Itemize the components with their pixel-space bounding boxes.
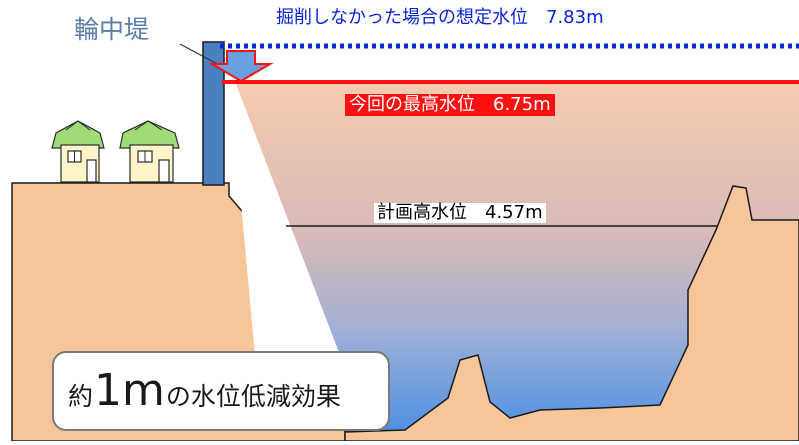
unexcavated-level-label: 掘削しなかった場合の想定水位 7.83m: [276, 7, 604, 28]
effect-callout: 約1mの水位低減効果: [52, 351, 390, 431]
callout-amount: 1m: [94, 365, 165, 416]
ring-levee: [202, 41, 225, 186]
this-time-level-label: 今回の最高水位 6.75m: [345, 94, 555, 116]
river-water: [232, 82, 799, 432]
effect-callout-text: 約1mの水位低減効果: [68, 369, 341, 413]
planned-level-label: 計画高水位 4.57m: [374, 203, 546, 223]
level-reduction-arrow: [208, 50, 274, 83]
callout-suffix: の水位低減効果: [165, 382, 341, 411]
embankment-label: 輪中堤: [74, 15, 150, 44]
house-right: [119, 120, 180, 183]
house-left: [51, 120, 105, 183]
river-bed: [344, 185, 799, 442]
callout-prefix: 約: [68, 382, 94, 411]
effect-wedge: [230, 84, 340, 355]
